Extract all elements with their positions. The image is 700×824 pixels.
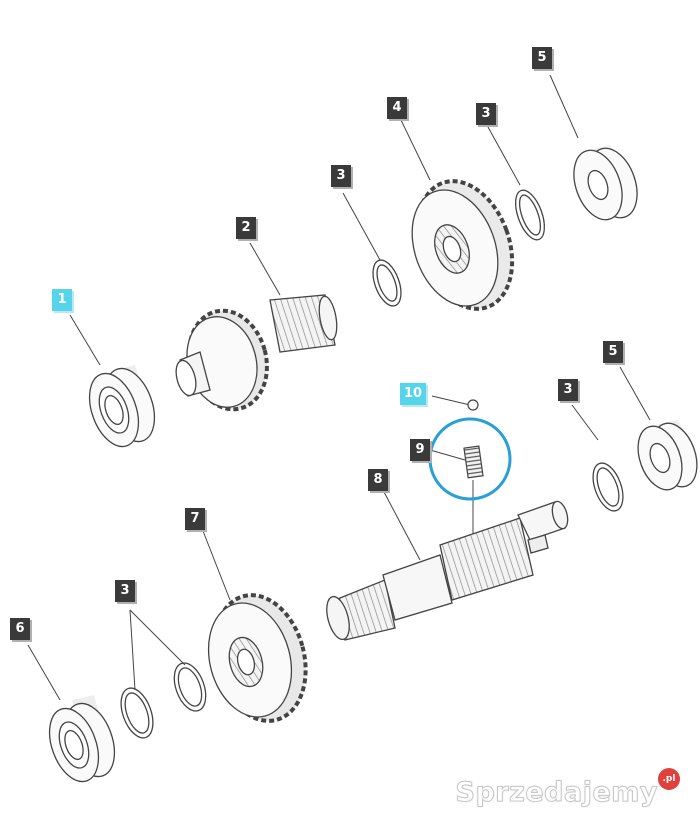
circlip-part-3a bbox=[514, 189, 546, 241]
callout-part-2[interactable]: 2 bbox=[236, 217, 256, 239]
callout-part-7[interactable]: 7 bbox=[185, 508, 205, 530]
callout-part-3-a[interactable]: 3 bbox=[331, 165, 351, 187]
circlip-part-3d bbox=[120, 662, 207, 739]
callout-part-5-top[interactable]: 5 bbox=[532, 47, 552, 69]
bearing-part-5-top bbox=[573, 145, 638, 221]
gear-part-7 bbox=[207, 593, 308, 723]
callout-part-9[interactable]: 9 bbox=[410, 439, 430, 461]
bearing-part-1 bbox=[88, 365, 156, 448]
callout-part-8[interactable]: 8 bbox=[368, 469, 388, 491]
callout-part-5-right[interactable]: 5 bbox=[603, 341, 623, 363]
bearing-part-6 bbox=[48, 695, 116, 783]
highlight-ring bbox=[428, 417, 512, 501]
watermark-text: Sprzedajemy bbox=[455, 777, 658, 809]
callout-part-3-b[interactable]: 3 bbox=[476, 103, 496, 125]
circlip-part-3c bbox=[592, 462, 624, 512]
pinion-shaft-part-2 bbox=[175, 294, 338, 412]
bearing-part-5-right bbox=[637, 420, 698, 491]
callout-part-3-d[interactable]: 3 bbox=[115, 580, 135, 602]
circlip-part-3b bbox=[372, 259, 402, 307]
callout-part-10[interactable]: 10 bbox=[400, 383, 427, 405]
callout-part-1[interactable]: 1 bbox=[52, 289, 72, 311]
gear-part-4 bbox=[411, 179, 515, 311]
leader-lines bbox=[27, 74, 651, 701]
main-shaft-part-8 bbox=[326, 500, 569, 641]
watermark-badge: .pl bbox=[658, 768, 680, 790]
callout-part-6[interactable]: 6 bbox=[10, 618, 30, 640]
callout-part-3-c[interactable]: 3 bbox=[558, 379, 578, 401]
spring-part-9 bbox=[463, 445, 484, 479]
callout-part-4[interactable]: 4 bbox=[387, 97, 407, 119]
ball-part-10 bbox=[467, 399, 479, 411]
